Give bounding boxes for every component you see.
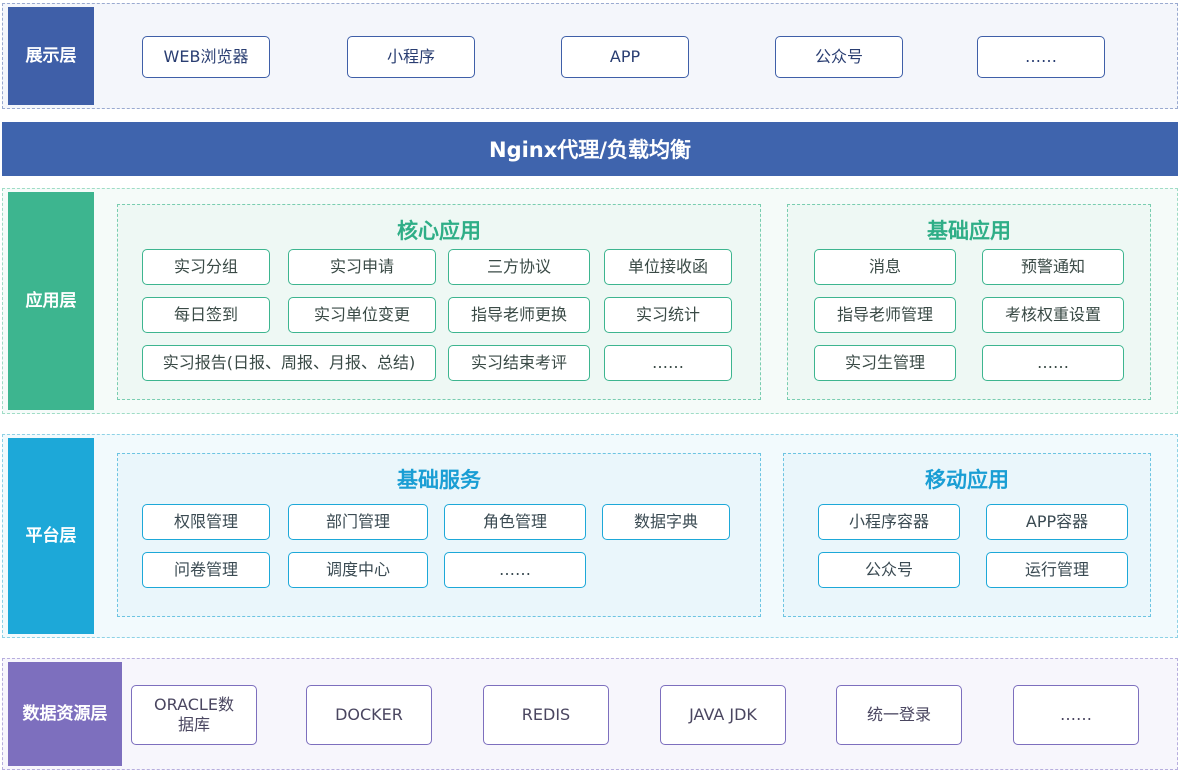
application-layer: 应用层 核心应用 实习分组 实习申请 三方协议 单位接收函 每日签到 实习单位变… <box>2 188 1178 414</box>
basic-app-item: 消息 <box>814 249 956 285</box>
core-app-title: 核心应用 <box>397 219 481 243</box>
basic-service-item: 角色管理 <box>444 504 586 540</box>
data-layer-label: 数据资源层 <box>8 662 122 766</box>
mobile-app-item: 小程序容器 <box>818 504 960 540</box>
mobile-app-item: APP容器 <box>986 504 1128 540</box>
data-item-java-jdk: JAVA JDK <box>660 685 786 745</box>
core-app-item: 实习申请 <box>288 249 436 285</box>
core-app-item: 实习分组 <box>142 249 270 285</box>
basic-service-item: …… <box>444 552 586 588</box>
mobile-app-title: 移动应用 <box>925 468 1009 492</box>
mobile-app-item: 公众号 <box>818 552 960 588</box>
data-item-more: …… <box>1013 685 1139 745</box>
core-app-group: 核心应用 实习分组 实习申请 三方协议 单位接收函 每日签到 实习单位变更 指导… <box>117 204 761 400</box>
data-item-sso: 统一登录 <box>836 685 962 745</box>
basic-app-group: 基础应用 消息 预警通知 指导老师管理 考核权重设置 实习生管理 …… <box>787 204 1151 400</box>
data-item-docker: DOCKER <box>306 685 432 745</box>
presentation-item-official-account: 公众号 <box>775 36 903 78</box>
nginx-bar: Nginx代理/负载均衡 <box>2 122 1178 176</box>
platform-layer-label: 平台层 <box>8 438 94 634</box>
basic-service-item: 部门管理 <box>288 504 428 540</box>
presentation-item-web: WEB浏览器 <box>142 36 270 78</box>
core-app-item: 单位接收函 <box>604 249 732 285</box>
data-item-redis: REDIS <box>483 685 609 745</box>
basic-app-item: 考核权重设置 <box>982 297 1124 333</box>
basic-service-item: 数据字典 <box>602 504 730 540</box>
core-app-item: …… <box>604 345 732 381</box>
basic-app-item: 指导老师管理 <box>814 297 956 333</box>
basic-services-group: 基础服务 权限管理 部门管理 角色管理 数据字典 问卷管理 调度中心 …… <box>117 453 761 617</box>
basic-service-item: 问卷管理 <box>142 552 270 588</box>
platform-layer: 平台层 基础服务 权限管理 部门管理 角色管理 数据字典 问卷管理 调度中心 …… <box>2 434 1178 638</box>
presentation-layer-label: 展示层 <box>8 7 94 105</box>
basic-app-title: 基础应用 <box>927 219 1011 243</box>
basic-services-title: 基础服务 <box>397 468 481 492</box>
core-app-item: 每日签到 <box>142 297 270 333</box>
basic-service-item: 权限管理 <box>142 504 270 540</box>
basic-app-item: 预警通知 <box>982 249 1124 285</box>
presentation-item-app: APP <box>561 36 689 78</box>
presentation-item-miniprogram: 小程序 <box>347 36 475 78</box>
basic-app-item: 实习生管理 <box>814 345 956 381</box>
basic-app-item: …… <box>982 345 1124 381</box>
core-app-item: 实习报告(日报、周报、月报、总结) <box>142 345 436 381</box>
core-app-item: 实习单位变更 <box>288 297 436 333</box>
presentation-layer: 展示层 WEB浏览器 小程序 APP 公众号 …… <box>2 3 1178 109</box>
data-layer: 数据资源层 ORACLE数据库 DOCKER REDIS JAVA JDK 统一… <box>2 658 1178 770</box>
core-app-item: 指导老师更换 <box>448 297 590 333</box>
data-item-oracle: ORACLE数据库 <box>131 685 257 745</box>
application-layer-label: 应用层 <box>8 192 94 410</box>
core-app-item: 实习统计 <box>604 297 732 333</box>
mobile-app-item: 运行管理 <box>986 552 1128 588</box>
core-app-item: 实习结束考评 <box>448 345 590 381</box>
mobile-app-group: 移动应用 小程序容器 APP容器 公众号 运行管理 <box>783 453 1151 617</box>
presentation-item-more: …… <box>977 36 1105 78</box>
basic-service-item: 调度中心 <box>288 552 428 588</box>
core-app-item: 三方协议 <box>448 249 590 285</box>
